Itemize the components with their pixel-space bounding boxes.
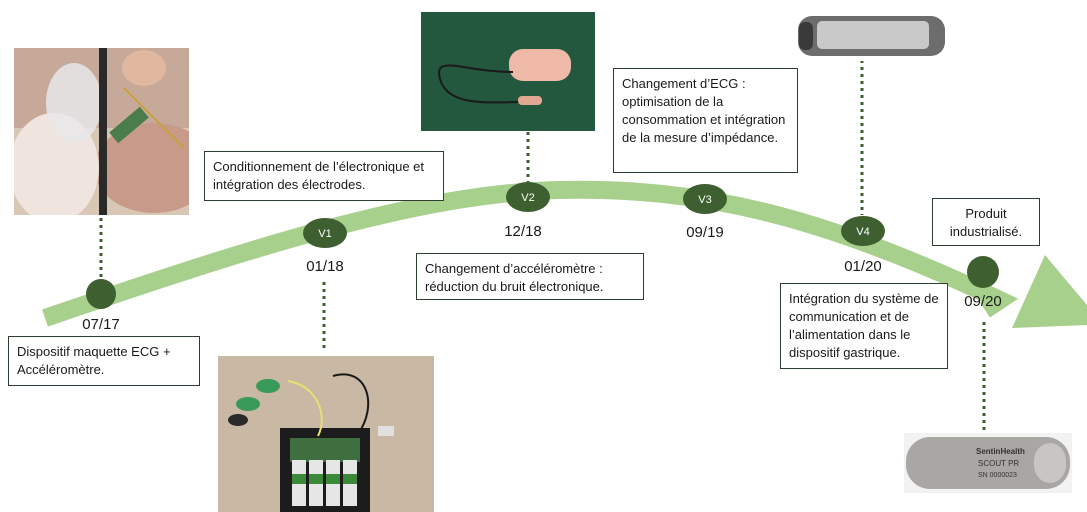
photo-final-device: SentinHealth SCOUT PR SN 0000023 [904, 433, 1072, 493]
timeline-arrowhead [1012, 255, 1087, 328]
date-start: 07/17 [82, 316, 120, 333]
final-device-model: SCOUT PR [978, 459, 1019, 468]
date-v1: 01/18 [306, 258, 344, 275]
date-final: 09/20 [964, 293, 1002, 310]
final-device-serial: SN 0000023 [978, 472, 1017, 479]
description-v2: Changement d’accéléromètre : réduction d… [416, 253, 644, 300]
node-v4 [841, 216, 885, 246]
final-device-brand: SentinHealth [976, 447, 1025, 456]
node-label-v3: V3 [698, 194, 711, 206]
date-v3: 09/19 [686, 224, 724, 241]
description-v1: Conditionnement de l’électronique et int… [204, 151, 444, 201]
date-v4: 01/20 [844, 258, 882, 275]
description-v3: Changement d’ECG : optimisation de la co… [613, 68, 798, 173]
photo-v2-device [421, 12, 595, 131]
node-label-v2: V2 [521, 192, 534, 204]
node-start [86, 279, 116, 309]
node-label-v1: V1 [318, 228, 331, 240]
photo-v4-device [793, 12, 950, 61]
description-start: Dispositif maquette ECG + Accéléromètre. [8, 336, 200, 386]
node-v2 [506, 182, 550, 212]
node-v1 [303, 218, 347, 248]
node-v3 [683, 184, 727, 214]
photo-v1-electronics [218, 356, 434, 512]
photo-prototype-mockup [14, 48, 189, 215]
description-final: Produit industrialisé. [932, 198, 1040, 246]
date-v2: 12/18 [504, 223, 542, 240]
node-label-v4: V4 [856, 226, 869, 238]
node-final [967, 256, 999, 288]
description-v4: Intégration du système de communication … [780, 283, 948, 369]
